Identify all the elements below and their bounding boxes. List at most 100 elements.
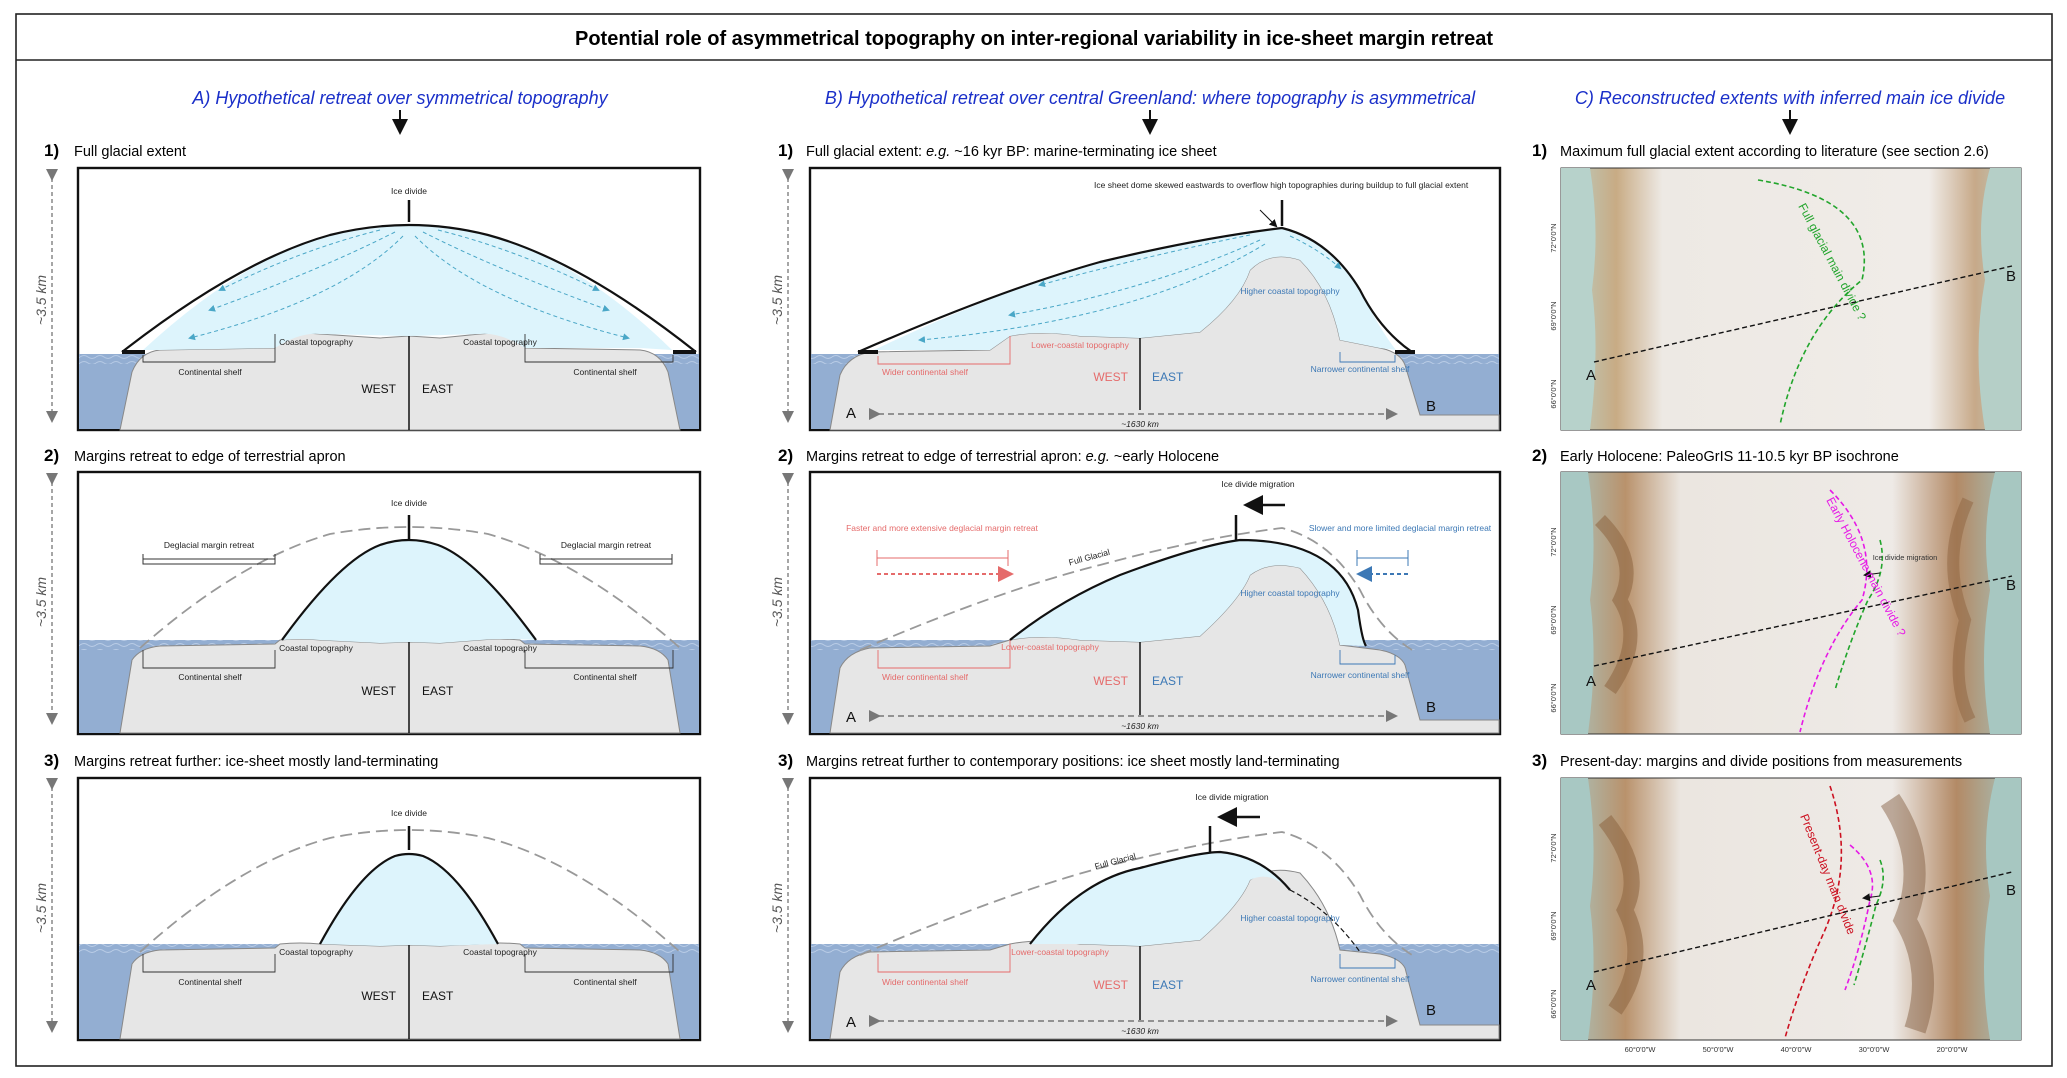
panel-b2-section: Ice divide migration Full Glacial Higher…	[811, 479, 1500, 734]
svg-text:Higher coastal topography: Higher coastal topography	[1240, 913, 1340, 923]
panel-c1-map: Full glacial main divide ? A B 72°0'0"N …	[1549, 167, 2022, 431]
svg-text:Continental shelf: Continental shelf	[573, 367, 637, 377]
column-b-heading: B) Hypothetical retreat over central Gre…	[825, 88, 1476, 108]
svg-text:A: A	[846, 1014, 856, 1031]
svg-text:Continental shelf: Continental shelf	[573, 672, 637, 682]
svg-text:Coastal topography: Coastal topography	[279, 337, 353, 347]
svg-text:~3.5 km: ~3.5 km	[33, 883, 49, 934]
svg-text:WEST: WEST	[361, 989, 396, 1003]
svg-text:Lower-coastal topography: Lower-coastal topography	[1001, 642, 1100, 652]
c2-migration-label: Ice divide migration	[1873, 553, 1938, 562]
b3-divide-migration-label: Ice divide migration	[1195, 792, 1269, 802]
panel-a1-axis: ~3.5 km	[33, 169, 58, 423]
svg-text:WEST: WEST	[361, 684, 396, 698]
svg-text:Coastal topography: Coastal topography	[279, 947, 353, 957]
svg-text:Wider continental shelf: Wider continental shelf	[882, 367, 969, 377]
svg-text:60°0'0"W: 60°0'0"W	[1625, 1045, 1657, 1054]
panel-a2-caption: Margins retreat to edge of terrestrial a…	[74, 449, 346, 465]
svg-text:66°0'0"N: 66°0'0"N	[1549, 683, 1558, 712]
svg-text:Lower-coastal topography: Lower-coastal topography	[1031, 340, 1130, 350]
svg-text:Deglacial margin retreat: Deglacial margin retreat	[561, 540, 652, 550]
panel-c2-caption: Early Holocene: PaleoGrIS 11-10.5 kyr BP…	[1560, 449, 1899, 465]
svg-text:WEST: WEST	[1093, 674, 1128, 688]
svg-text:Narrower continental shelf: Narrower continental shelf	[1311, 974, 1410, 984]
svg-text:66°0'0"N: 66°0'0"N	[1549, 989, 1558, 1018]
svg-text:WEST: WEST	[361, 382, 396, 396]
svg-text:A: A	[846, 405, 856, 422]
svg-text:~1630 km: ~1630 km	[1121, 419, 1159, 429]
panel-c2-number: 2)	[1532, 446, 1547, 465]
panel-b2-axis: ~3.5 km	[769, 473, 794, 725]
svg-text:EAST: EAST	[1152, 674, 1184, 688]
panel-c2-map: Ice divide migration Early Holocene main…	[1549, 471, 2022, 735]
column-b: 1) Full glacial extent: e.g. ~16 kyr BP:…	[769, 141, 1502, 1042]
svg-text:69°0'0"N: 69°0'0"N	[1549, 605, 1558, 634]
svg-text:Coastal topography: Coastal topography	[463, 643, 537, 653]
svg-text:Ice divide migration: Ice divide migration	[1873, 553, 1938, 562]
panel-b2-number: 2)	[778, 446, 793, 465]
svg-text:40°0'0"W: 40°0'0"W	[1781, 1045, 1813, 1054]
panel-c1-caption: Maximum full glacial extent according to…	[1560, 144, 1989, 160]
svg-text:Higher coastal topography: Higher coastal topography	[1240, 588, 1340, 598]
svg-text:Lower-coastal topography: Lower-coastal topography	[1011, 947, 1110, 957]
svg-text:Continental shelf: Continental shelf	[178, 672, 242, 682]
svg-text:~3.5 km: ~3.5 km	[769, 883, 785, 934]
column-a: 1) Full glacial extent ~3.5 km Ic	[33, 141, 702, 1042]
panel-b1-caption: Full glacial extent: e.g. ~16 kyr BP: ma…	[806, 144, 1217, 160]
panel-b3-axis: ~3.5 km	[769, 778, 794, 1033]
svg-text:66°0'0"N: 66°0'0"N	[1549, 379, 1558, 408]
svg-text:EAST: EAST	[422, 989, 454, 1003]
svg-text:Continental shelf: Continental shelf	[573, 977, 637, 987]
svg-text:Deglacial margin retreat: Deglacial margin retreat	[164, 540, 255, 550]
svg-text:~3.5 km: ~3.5 km	[33, 275, 49, 326]
panel-a2-section: Ice divide WEST EAST Continental shelf C…	[79, 498, 699, 734]
svg-text:Coastal topography: Coastal topography	[279, 643, 353, 653]
column-c: 1) Maximum full glacial extent according…	[1532, 141, 2022, 1054]
svg-text:Narrower continental shelf: Narrower continental shelf	[1311, 364, 1410, 374]
panel-a1-number: 1)	[44, 141, 59, 160]
svg-text:Ice divide migration: Ice divide migration	[1221, 479, 1295, 489]
column-c-heading: C) Reconstructed extents with inferred m…	[1575, 88, 2005, 108]
panel-b2-caption: Margins retreat to edge of terrestrial a…	[806, 449, 1219, 465]
svg-text:WEST: WEST	[1093, 978, 1128, 992]
svg-text:WEST: WEST	[1093, 370, 1128, 384]
svg-text:EAST: EAST	[1152, 978, 1184, 992]
svg-text:Wider continental shelf: Wider continental shelf	[882, 672, 969, 682]
svg-text:Ice divide: Ice divide	[391, 186, 427, 196]
svg-text:20°0'0"W: 20°0'0"W	[1937, 1045, 1969, 1054]
panel-b3-number: 3)	[778, 751, 793, 770]
svg-text:A: A	[1586, 673, 1596, 690]
svg-text:Coastal topography: Coastal topography	[463, 947, 537, 957]
svg-text:50°0'0"W: 50°0'0"W	[1703, 1045, 1735, 1054]
svg-text:EAST: EAST	[422, 684, 454, 698]
svg-text:Wider continental shelf: Wider continental shelf	[882, 977, 969, 987]
svg-text:~3.5 km: ~3.5 km	[769, 577, 785, 628]
svg-text:72°0'0"N: 72°0'0"N	[1549, 527, 1558, 556]
svg-text:B: B	[1426, 699, 1436, 716]
svg-text:Faster and more extensive degl: Faster and more extensive deglacial marg…	[846, 523, 1038, 533]
svg-text:~1630 km: ~1630 km	[1121, 721, 1159, 731]
svg-text:B: B	[1426, 398, 1436, 415]
faster-retreat-label: Faster and more extensive deglacial marg…	[846, 523, 1038, 533]
svg-text:B: B	[2006, 268, 2016, 285]
svg-text:Continental shelf: Continental shelf	[178, 977, 242, 987]
svg-text:B: B	[1426, 1002, 1436, 1019]
figure-title: Potential role of asymmetrical topograph…	[575, 28, 1493, 50]
panel-a3-axis: ~3.5 km	[33, 778, 58, 1033]
svg-text:A: A	[846, 709, 856, 726]
svg-text:Higher coastal topography: Higher coastal topography	[1240, 286, 1340, 296]
panel-b3-section: Ice divide migration Full Glacial Higher…	[811, 792, 1500, 1040]
svg-text:72°0'0"N: 72°0'0"N	[1549, 223, 1558, 252]
svg-text:EAST: EAST	[1152, 370, 1184, 384]
svg-text:~3.5 km: ~3.5 km	[33, 577, 49, 628]
panel-a3-number: 3)	[44, 751, 59, 770]
svg-text:Narrower continental shelf: Narrower continental shelf	[1311, 670, 1410, 680]
panel-b1-number: 1)	[778, 141, 793, 160]
panel-c3-caption: Present-day: margins and divide position…	[1560, 754, 1962, 770]
svg-text:69°0'0"N: 69°0'0"N	[1549, 911, 1558, 940]
svg-text:72°0'0"N: 72°0'0"N	[1549, 833, 1558, 862]
svg-text:A: A	[1586, 367, 1596, 384]
panel-c1-number: 1)	[1532, 141, 1547, 160]
svg-text:Ice sheet dome skewed eastward: Ice sheet dome skewed eastwards to overf…	[1094, 180, 1469, 190]
